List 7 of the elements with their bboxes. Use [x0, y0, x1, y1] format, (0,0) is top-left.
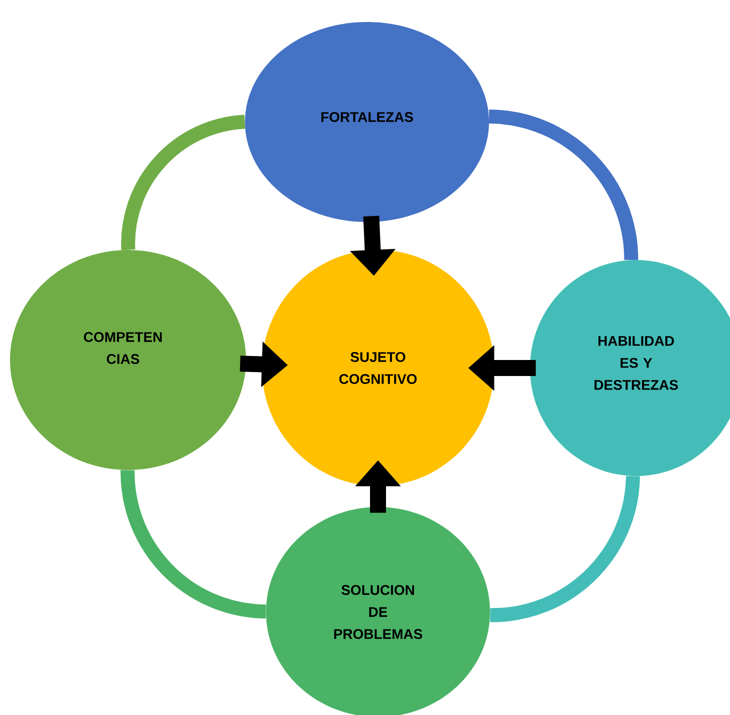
circle-node: FORTALEZAS — [245, 22, 489, 222]
ring-arc — [488, 110, 638, 260]
circle-node: COMPETEN CIAS — [10, 250, 246, 470]
circle-node: SUJETO COGNITIVO — [262, 250, 494, 486]
ring-arc — [121, 114, 246, 250]
ring-arc — [120, 470, 266, 619]
ring-arc — [490, 476, 640, 622]
